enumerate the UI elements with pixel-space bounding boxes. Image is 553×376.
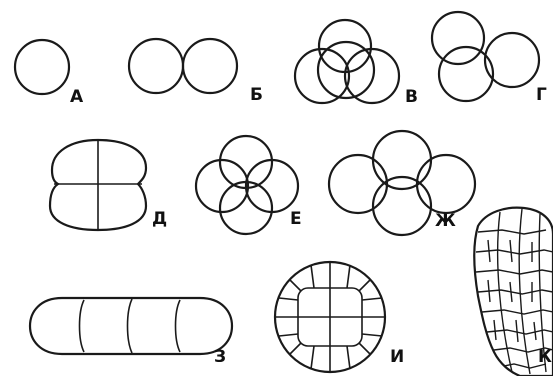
form-k-elongated-thallus: К — [474, 208, 553, 376]
label-zh: Ж — [435, 211, 456, 231]
form-z-four-cells-row: З — [30, 298, 232, 367]
form-g-three-cells: Г — [432, 12, 547, 105]
form-zh-four-cells-diamond: Ж — [329, 131, 475, 235]
label-i: И — [390, 347, 404, 367]
label-b: Б — [250, 85, 263, 105]
form-a-single-cell: А — [15, 40, 84, 107]
form-v-four-cells: В — [295, 20, 418, 107]
label-e: Е — [290, 209, 302, 229]
label-v: В — [405, 87, 418, 107]
label-d: Д — [152, 209, 167, 229]
label-z: З — [214, 347, 226, 367]
form-e-four-cells: Е — [196, 136, 302, 234]
form-b-two-cells: Б — [129, 39, 263, 105]
label-a: А — [70, 87, 84, 107]
label-g: Г — [536, 85, 547, 105]
form-d-four-cells-square: Д — [50, 140, 167, 230]
label-k: К — [538, 347, 552, 367]
form-i-spherical-colony: И — [275, 262, 404, 372]
